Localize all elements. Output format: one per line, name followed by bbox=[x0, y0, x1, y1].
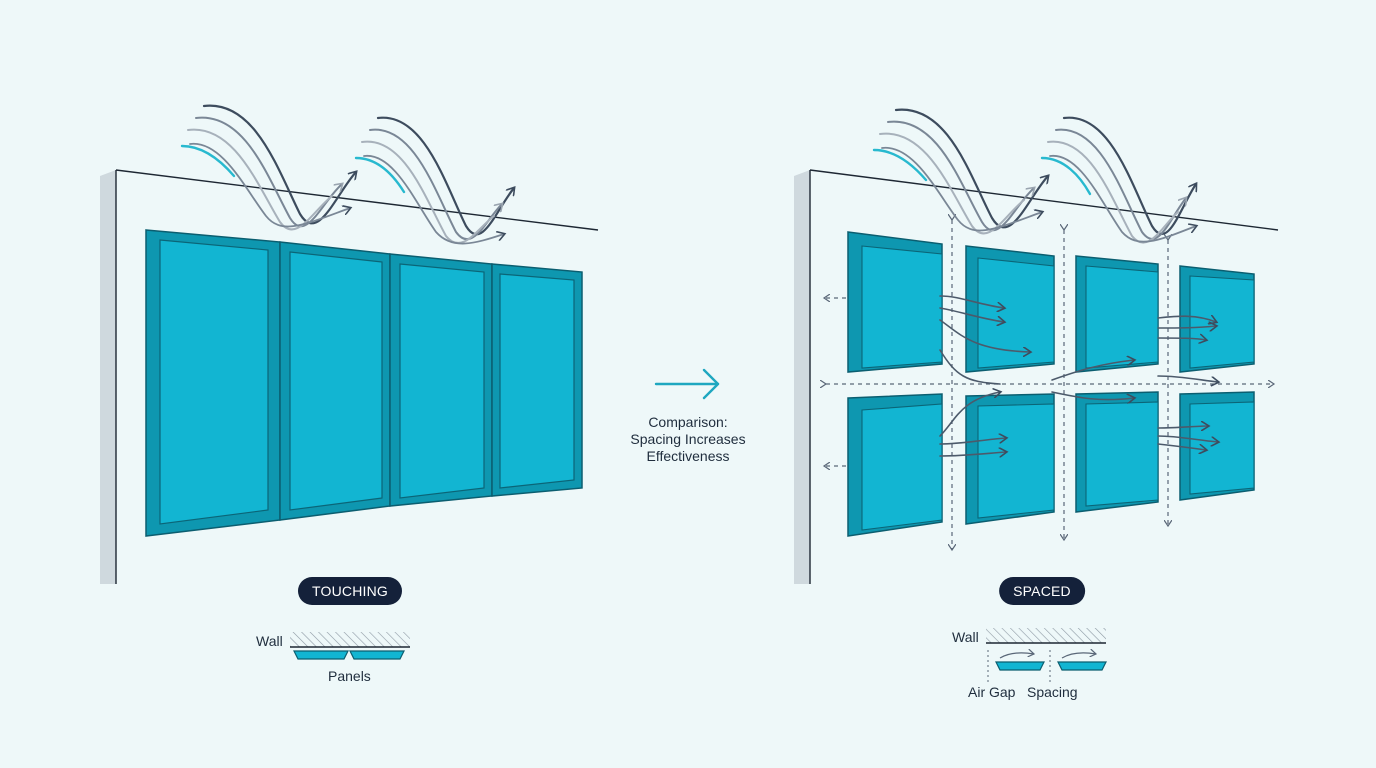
panels-label: Panels bbox=[328, 668, 371, 684]
spacing-label: Spacing bbox=[1027, 684, 1078, 700]
caption-line: Spacing Increases bbox=[630, 431, 746, 447]
panel bbox=[847, 231, 943, 373]
panel bbox=[1179, 391, 1255, 501]
panel bbox=[1075, 391, 1159, 513]
mini-panel bbox=[1057, 661, 1107, 671]
touching-scene bbox=[100, 104, 599, 660]
wall-side bbox=[794, 170, 810, 584]
airflow-arrows bbox=[939, 295, 1218, 456]
spaced-legend bbox=[986, 628, 1107, 684]
panel bbox=[1075, 255, 1159, 373]
wall-top-edge bbox=[115, 169, 599, 231]
panel bbox=[965, 393, 1055, 525]
mini-panel bbox=[349, 650, 405, 660]
spaced-scene bbox=[794, 108, 1279, 684]
wall-top-edge bbox=[809, 169, 1279, 231]
panel bbox=[279, 241, 391, 521]
air-gap-label: Air Gap bbox=[968, 684, 1016, 700]
sound-wave-group bbox=[180, 104, 514, 245]
wall-label: Wall bbox=[256, 633, 283, 649]
panel bbox=[145, 229, 281, 537]
panel bbox=[965, 245, 1055, 373]
touching-badge: TOUCHING bbox=[297, 577, 403, 605]
panel bbox=[847, 393, 943, 537]
comparison-arrow bbox=[654, 368, 720, 400]
sound-wave-group bbox=[872, 108, 1196, 244]
spaced-badge: SPACED bbox=[999, 577, 1085, 605]
panel bbox=[1179, 265, 1255, 373]
mini-panel bbox=[995, 661, 1045, 671]
wall-label: Wall bbox=[952, 629, 979, 645]
spacing-guides bbox=[824, 220, 1274, 550]
touching-legend bbox=[290, 632, 410, 660]
wall-side bbox=[100, 170, 116, 584]
panel bbox=[389, 253, 493, 507]
panel bbox=[491, 263, 583, 497]
comparison-caption: Comparison: Spacing Increases Effectiven… bbox=[608, 414, 768, 465]
caption-line: Effectiveness bbox=[646, 448, 730, 464]
caption-line: Comparison: bbox=[648, 414, 728, 430]
mini-panel bbox=[293, 650, 349, 660]
